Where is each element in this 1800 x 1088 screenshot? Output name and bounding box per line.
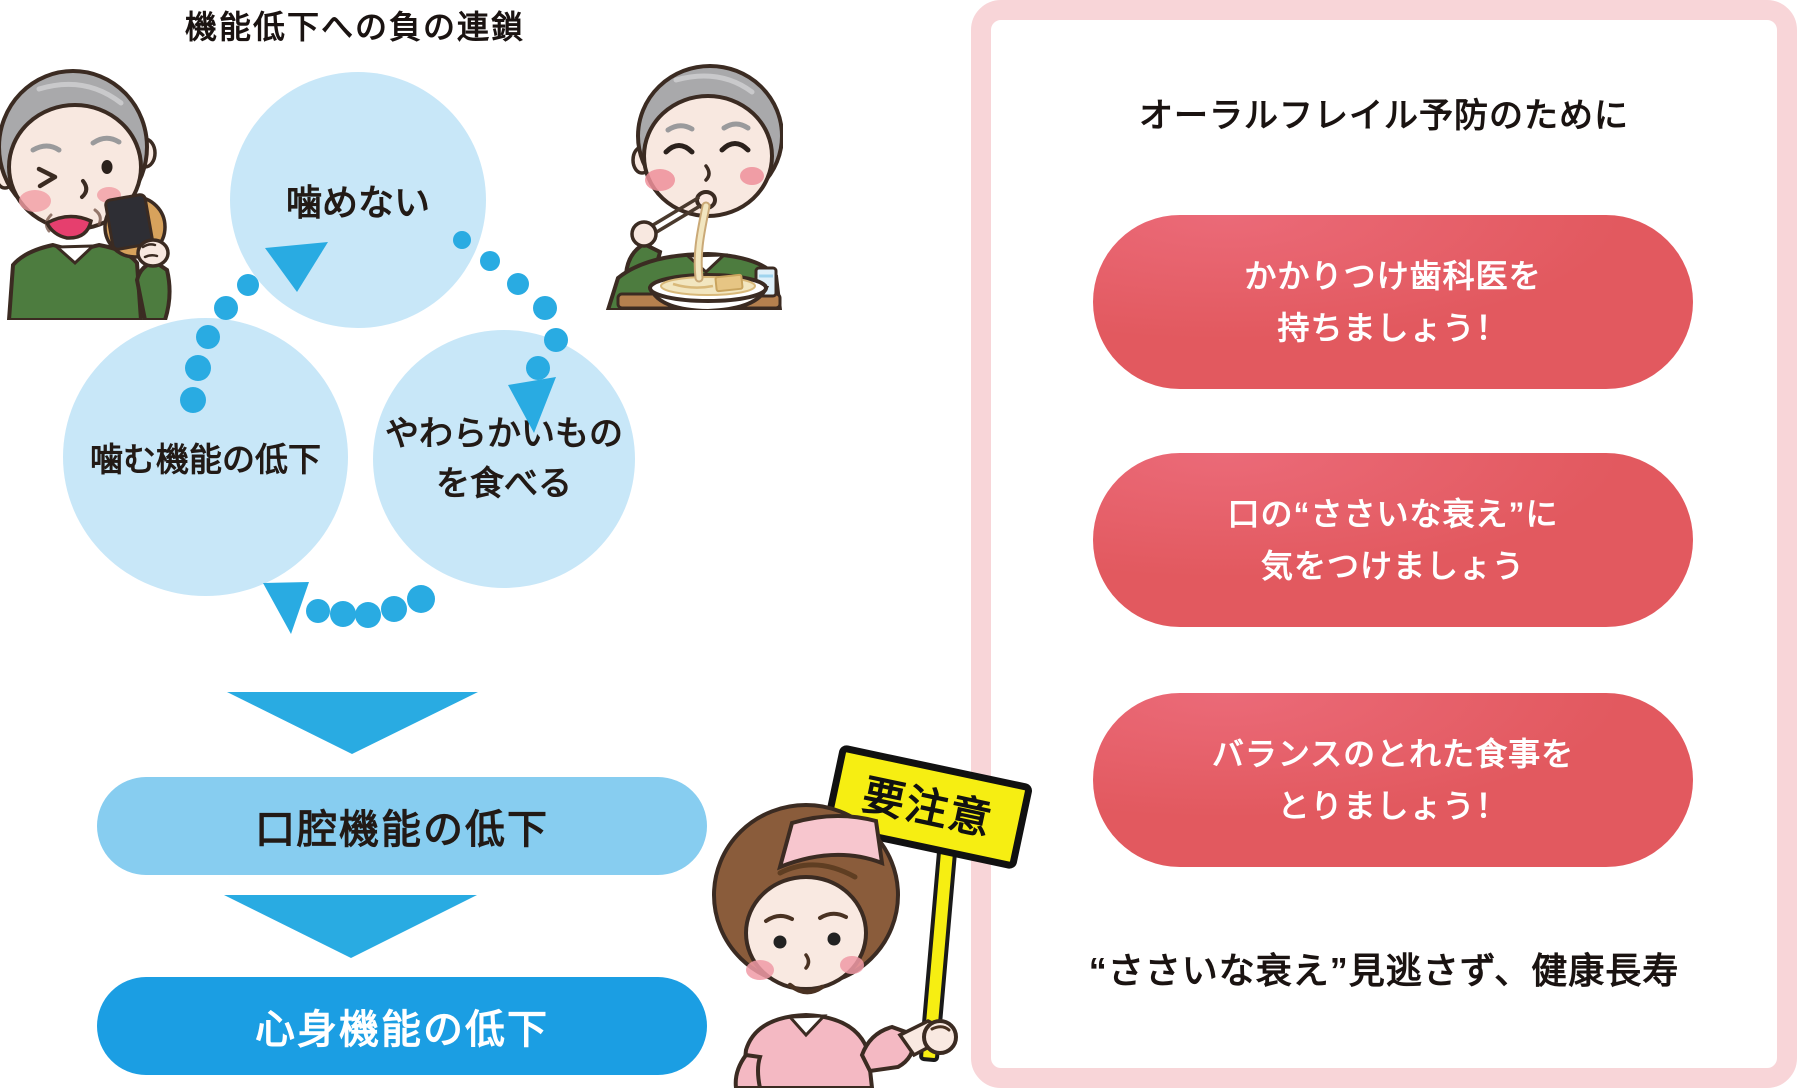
box-mind-body-function-decline: 心身機能の低下 xyxy=(97,977,707,1075)
blush xyxy=(840,956,864,974)
grip-line xyxy=(930,1025,951,1032)
nose xyxy=(804,953,811,970)
box-label: 心身機能の低下 xyxy=(255,1008,549,1052)
arrowhead-icon xyxy=(508,377,556,433)
tip-pill-family-dentist: かかりつけ歯科医を 持ちましょう！ xyxy=(1093,215,1693,389)
down-arrow-icon xyxy=(227,692,478,754)
winced-eye xyxy=(36,166,58,189)
sleeve xyxy=(134,259,172,320)
tip-line2: 気をつけましょう xyxy=(1260,548,1525,584)
tip-line1: 口の“ささいな衰え”に xyxy=(1227,496,1559,532)
nose xyxy=(704,164,711,182)
cycle-node-label: 噛む機能の低下 xyxy=(90,441,321,478)
eyebrows xyxy=(665,121,751,133)
arrowhead-icon xyxy=(265,242,328,292)
green-sweater xyxy=(6,242,144,320)
cycle-dotted-arrow-up xyxy=(180,242,328,413)
old-man-eating-soft-food-illustration xyxy=(605,64,783,310)
left-arm xyxy=(733,1052,763,1088)
hair-highlight xyxy=(36,81,124,106)
eye xyxy=(101,160,113,174)
nurse-with-caution-sign-illustration: 要注意 xyxy=(712,745,1032,1088)
eye xyxy=(827,932,841,946)
collar xyxy=(53,244,97,266)
noodle-strand xyxy=(695,203,709,281)
tip-pill-minor-decline: 口の“ささいな衰え”に 気をつけましょう xyxy=(1093,453,1693,627)
cycle-node-soft-food: やわらかいもの を食べる xyxy=(373,330,635,588)
collar xyxy=(786,1014,828,1038)
nori xyxy=(104,193,154,251)
fingers xyxy=(141,243,159,259)
cycle-node-label-line2: を食べる xyxy=(436,465,572,503)
cycle-dotted-arrow-left xyxy=(263,582,435,634)
blush xyxy=(746,960,774,980)
cycle-title: 機能低下への負の連鎖 xyxy=(184,9,525,45)
eyebrow xyxy=(30,143,62,153)
cycle-node-label-line1: やわらかいもの xyxy=(385,415,623,453)
tip-line1: バランスのとれた食事を xyxy=(1211,736,1575,772)
flow-down-arrows xyxy=(224,692,478,958)
blush xyxy=(645,169,675,191)
tip-line2: とりましょう！ xyxy=(1277,788,1509,824)
arrowhead-icon xyxy=(263,582,309,634)
blush xyxy=(19,190,51,212)
chopsticks xyxy=(646,196,702,238)
prevention-panel-footer: “ささいな衰え”見逃さず、健康長寿 xyxy=(1088,950,1680,991)
nose xyxy=(80,179,89,199)
down-arrow-icon xyxy=(224,895,477,958)
box-label: 口腔機能の低下 xyxy=(255,808,549,852)
box-oral-function-decline: 口腔機能の低下 xyxy=(97,777,707,875)
hair-highlight xyxy=(673,73,755,95)
old-man-cant-chew-illustration xyxy=(0,69,172,320)
tip-line2: 持ちましょう！ xyxy=(1277,310,1509,346)
eyebrows xyxy=(764,911,848,923)
smile xyxy=(787,982,825,995)
tip-line1: かかりつけ歯科医を xyxy=(1244,258,1542,294)
eyebrow xyxy=(90,135,122,146)
tofu xyxy=(714,273,744,293)
nurse-cap xyxy=(777,814,885,871)
nurse-face xyxy=(744,875,868,991)
grimacing-mouth xyxy=(44,214,94,240)
nurse-uniform xyxy=(739,1012,875,1088)
eye xyxy=(773,935,787,949)
hand xyxy=(630,220,658,248)
bangs xyxy=(777,862,858,880)
happy-closed-eyes xyxy=(663,141,751,155)
tip-pill-balanced-diet: バランスのとれた食事を とりましょう！ xyxy=(1093,693,1693,867)
cycle-node-cannot-chew: 噛めない xyxy=(230,72,486,328)
noodle-swirl xyxy=(672,282,714,289)
cycle-node-label: 噛めない xyxy=(285,182,430,223)
cycle-arrows-layer xyxy=(180,231,568,958)
blush xyxy=(740,167,764,185)
cycle-dotted-arrow-right xyxy=(453,231,568,433)
prevention-panel-title: オーラルフレイル予防のために xyxy=(1139,97,1629,135)
